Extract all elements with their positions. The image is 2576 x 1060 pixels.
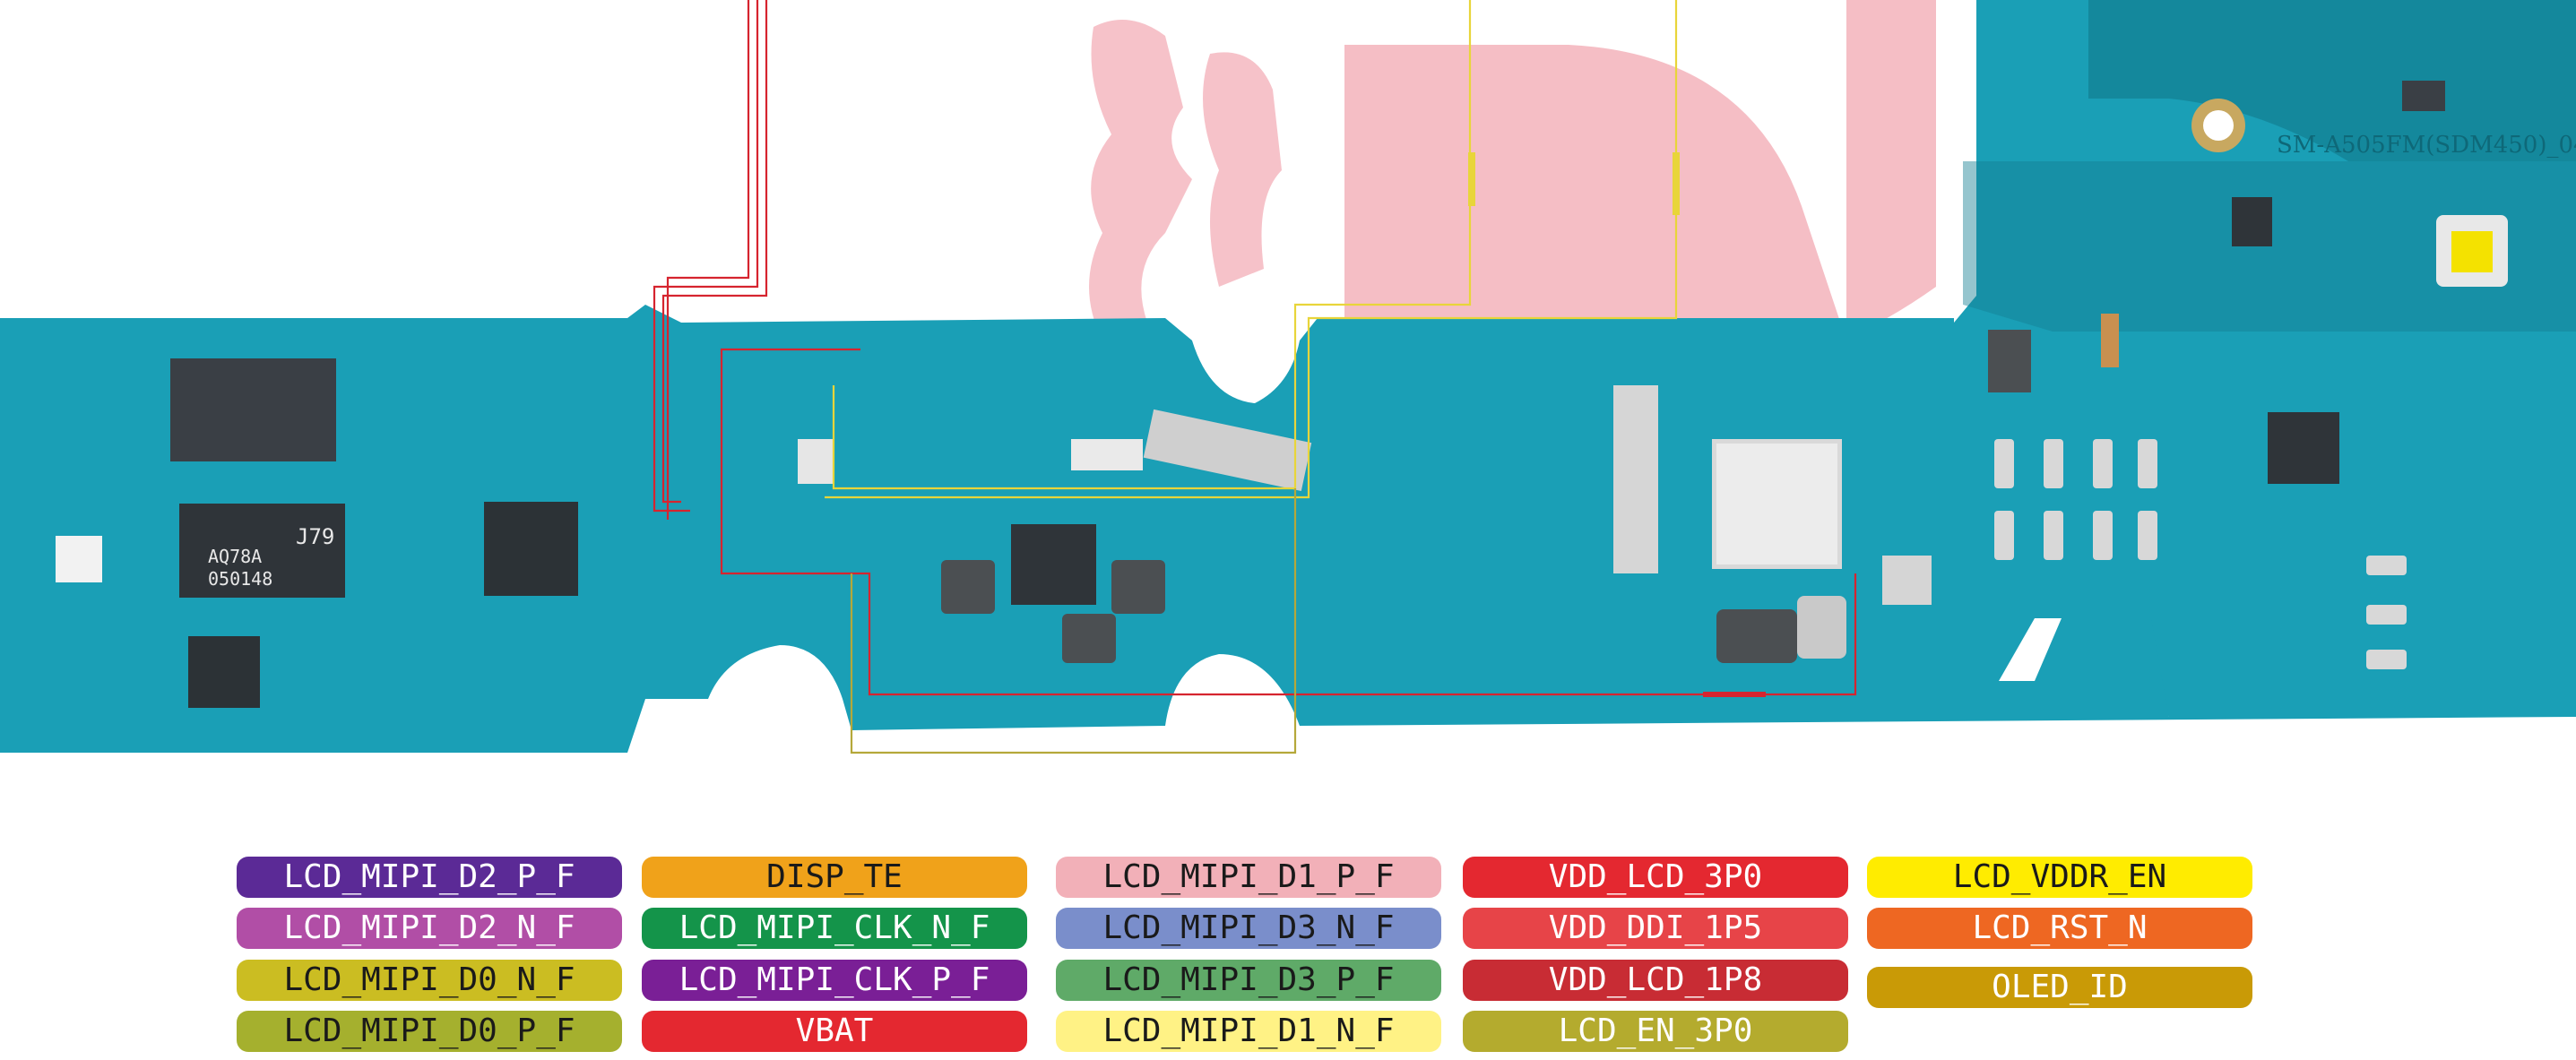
- pcb-main: [0, 305, 2576, 753]
- chip-mid-line1: AQ78A: [208, 546, 262, 567]
- components: J79 AQ78A 050148: [56, 81, 2445, 708]
- chip-mid-code: J79: [296, 524, 334, 549]
- board-model-label: SM-A505FM(SDM450)_04: [2277, 132, 2576, 159]
- traces: [653, 0, 1857, 754]
- chip-mid-line2: 050148: [208, 568, 272, 590]
